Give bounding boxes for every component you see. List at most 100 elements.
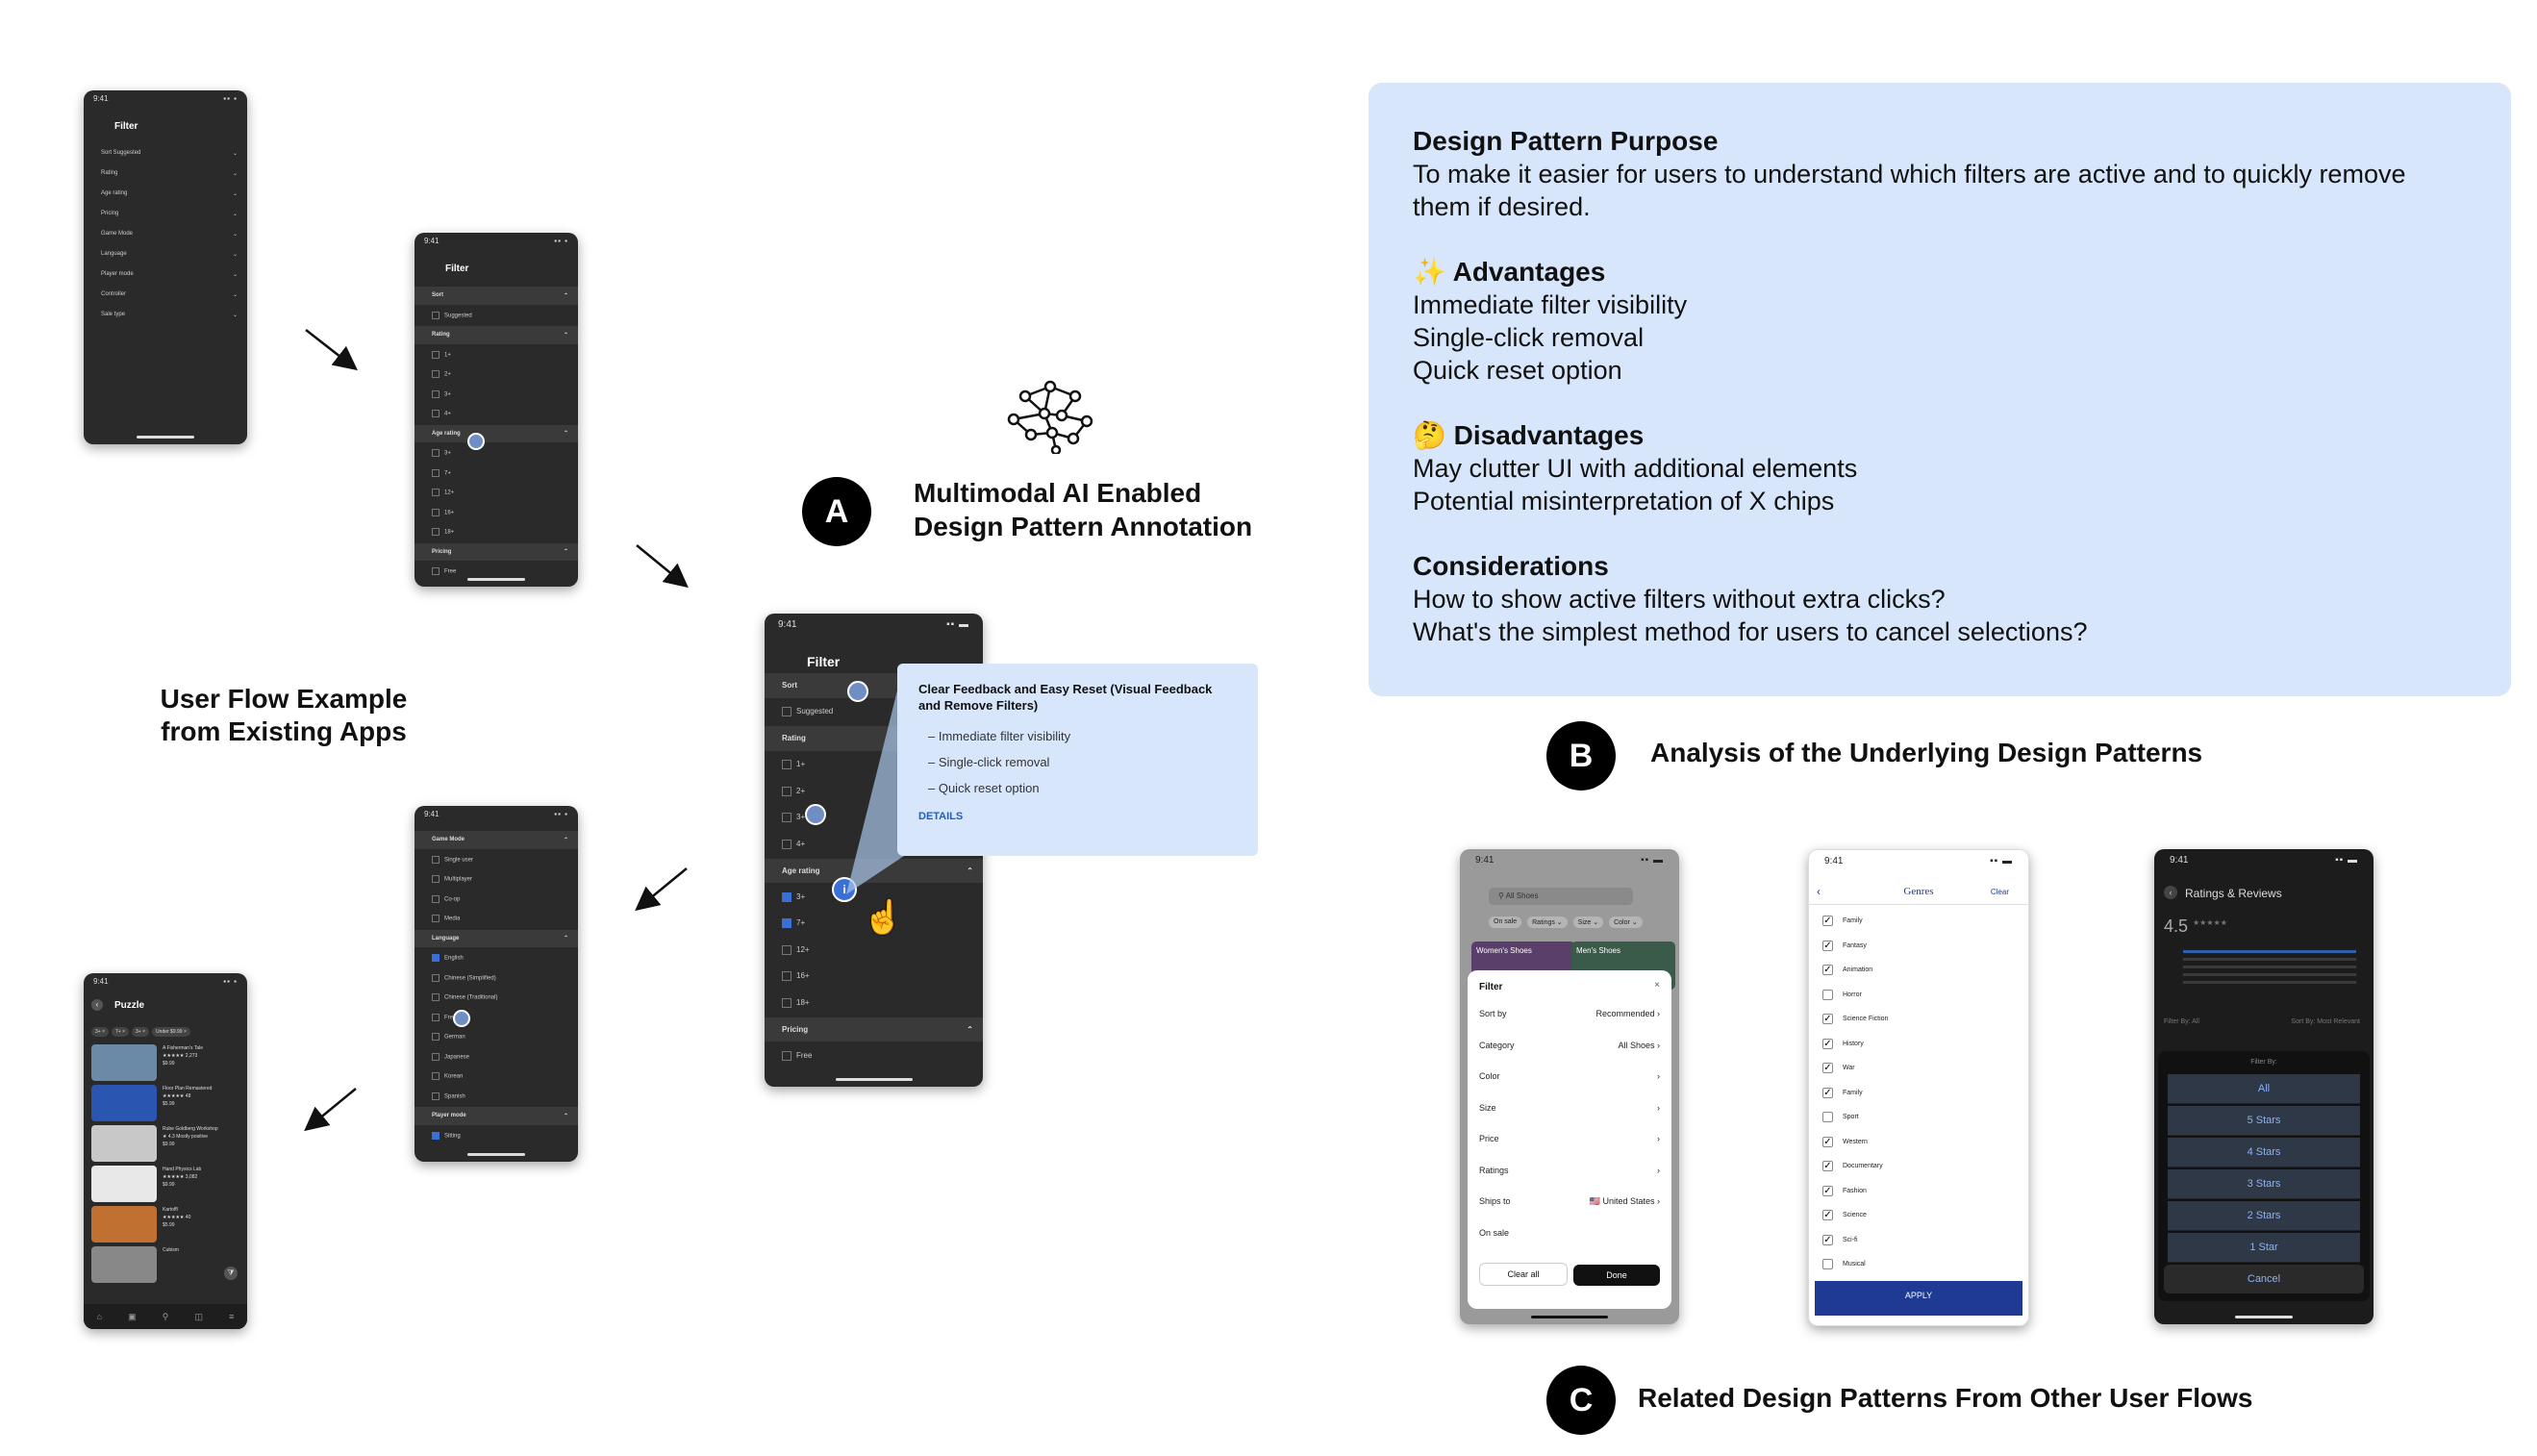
genre-checkbox[interactable]: ✓: [1822, 1210, 1833, 1220]
checkbox[interactable]: [432, 1131, 440, 1140]
checkbox[interactable]: [432, 449, 440, 458]
filter-sheet-row[interactable]: Ratings›: [1479, 1166, 1660, 1175]
checkbox[interactable]: [432, 528, 440, 537]
filter-option[interactable]: 3+: [414, 444, 578, 463]
genre-checkbox[interactable]: ✓: [1822, 1038, 1833, 1049]
checkbox[interactable]: [432, 370, 440, 379]
filter-row[interactable]: Game Mode⌄: [84, 227, 247, 240]
filter-option[interactable]: 2+: [765, 779, 983, 804]
shoe-filter-chip[interactable]: On sale: [1489, 916, 1522, 928]
checkbox[interactable]: [782, 891, 791, 902]
filter-option[interactable]: Free: [414, 563, 578, 581]
rating-filter-option[interactable]: 1 Star: [2168, 1233, 2360, 1263]
filter-option[interactable]: 4+: [414, 405, 578, 423]
rating-filter-option[interactable]: All: [2168, 1074, 2360, 1104]
genre-item[interactable]: ✓Science: [1822, 1210, 1867, 1220]
filter-row[interactable]: Controller⌄: [84, 288, 247, 301]
filter-fab-icon[interactable]: ⧩: [224, 1267, 238, 1280]
game-list-item[interactable]: Cubism: [91, 1246, 239, 1285]
filter-option[interactable]: 18+: [765, 991, 983, 1016]
details-link[interactable]: DETAILS: [918, 811, 964, 822]
checkbox[interactable]: [782, 786, 791, 796]
clear-link[interactable]: Clear: [1990, 888, 2009, 896]
filter-chip[interactable]: Under $9.99 ×: [152, 1027, 190, 1037]
genre-checkbox[interactable]: ✓: [1822, 1014, 1833, 1024]
genre-checkbox[interactable]: ✓: [1822, 965, 1833, 975]
filter-option[interactable]: English: [414, 949, 578, 967]
checkbox[interactable]: [432, 567, 440, 576]
filter-section-header[interactable]: Language⌃: [414, 929, 578, 947]
tab-more-icon[interactable]: ≡: [229, 1312, 235, 1321]
filter-option[interactable]: Free: [765, 1043, 983, 1068]
genre-item[interactable]: ✓Family: [1822, 916, 1863, 926]
filter-sheet-row[interactable]: Color›: [1479, 1071, 1660, 1081]
genre-item[interactable]: ✓Fantasy: [1822, 940, 1867, 951]
genre-item[interactable]: ✓Fashion: [1822, 1185, 1867, 1196]
genre-item[interactable]: ✓Family: [1822, 1087, 1863, 1098]
close-icon[interactable]: ×: [1654, 980, 1660, 991]
game-list-item[interactable]: Floor Plan Remastered★★★★★ 48$5.99: [91, 1085, 239, 1123]
filter-option[interactable]: 12+: [765, 938, 983, 963]
tab-library-icon[interactable]: ◫: [194, 1311, 203, 1321]
filter-option[interactable]: 12+: [414, 484, 578, 502]
cancel-button[interactable]: Cancel: [2164, 1265, 2364, 1293]
filter-option[interactable]: 16+: [414, 504, 578, 522]
filter-chip[interactable]: 3+ ×: [132, 1027, 150, 1037]
genre-item[interactable]: ✓Western: [1822, 1136, 1868, 1147]
filter-chip[interactable]: 3+ ×: [91, 1027, 110, 1037]
filter-option[interactable]: Chinese (Traditional): [414, 989, 578, 1007]
genre-checkbox[interactable]: ✓: [1822, 1087, 1833, 1098]
genre-checkbox[interactable]: ✓: [1822, 1185, 1833, 1196]
genre-checkbox[interactable]: ✓: [1822, 916, 1833, 926]
rating-filter-option[interactable]: 3 Stars: [2168, 1169, 2360, 1199]
checkbox[interactable]: [782, 918, 791, 929]
tab-home-icon[interactable]: ⌂: [96, 1312, 102, 1321]
game-list-item[interactable]: Kartoffl★★★★★ 40$5.99: [91, 1206, 239, 1244]
checkbox[interactable]: [432, 1033, 440, 1042]
tab-store-icon[interactable]: ▣: [128, 1311, 137, 1321]
filter-option[interactable]: Japanese: [414, 1048, 578, 1067]
checkbox[interactable]: [782, 997, 791, 1008]
genre-item[interactable]: ✓Sci-fi: [1822, 1234, 1858, 1245]
filter-row[interactable]: Rating⌄: [84, 166, 247, 180]
filter-option[interactable]: Sitting: [414, 1127, 578, 1145]
checkbox[interactable]: [782, 839, 791, 849]
checkbox[interactable]: [782, 707, 791, 717]
filter-row[interactable]: Language⌄: [84, 247, 247, 261]
filter-option[interactable]: 3+: [765, 885, 983, 910]
filter-row[interactable]: Sort Suggested⌄: [84, 146, 247, 160]
filter-sheet-row[interactable]: On sale: [1479, 1228, 1660, 1238]
game-list-item[interactable]: A Fisherman's Tale★★★★★ 2,273$9.99: [91, 1044, 239, 1083]
filter-option[interactable]: 1+: [414, 346, 578, 364]
filter-section-header[interactable]: Player mode⌃: [414, 1107, 578, 1125]
shoe-filter-chip[interactable]: Color ⌄: [1609, 916, 1643, 928]
shoe-filter-chip[interactable]: Size ⌄: [1572, 916, 1604, 928]
filter-option[interactable]: Suggested: [765, 700, 983, 725]
filter-option[interactable]: 4+: [765, 832, 983, 857]
filter-option[interactable]: 7+: [414, 464, 578, 483]
genre-item[interactable]: Horror: [1822, 989, 1862, 1000]
checkbox[interactable]: [782, 813, 791, 823]
checkbox[interactable]: [432, 875, 440, 884]
clear-all-button[interactable]: Clear all: [1479, 1263, 1568, 1286]
checkbox[interactable]: [432, 489, 440, 497]
filter-option[interactable]: Chinese (Simplified): [414, 969, 578, 988]
filter-option[interactable]: German: [414, 1028, 578, 1046]
filter-section-header[interactable]: Pricing⌃: [414, 542, 578, 561]
filter-row[interactable]: Player mode⌄: [84, 267, 247, 281]
filter-section-header[interactable]: Sort⌃: [414, 287, 578, 305]
filter-section-header[interactable]: Game Mode⌃: [414, 831, 578, 849]
filter-by-label[interactable]: Filter By: All: [2164, 1018, 2199, 1025]
checkbox[interactable]: [782, 971, 791, 982]
filter-option[interactable]: 2+: [414, 365, 578, 384]
genre-checkbox[interactable]: ✓: [1822, 1161, 1833, 1171]
done-button[interactable]: Done: [1573, 1265, 1660, 1286]
checkbox[interactable]: [432, 468, 440, 477]
filter-option[interactable]: Spanish: [414, 1088, 578, 1106]
filter-option[interactable]: Korean: [414, 1067, 578, 1086]
filter-section-header[interactable]: Pricing⌃: [765, 1017, 983, 1042]
checkbox[interactable]: [432, 954, 440, 963]
game-list-item[interactable]: Hand Physics Lab★★★★★ 3,082$9.99: [91, 1166, 239, 1204]
